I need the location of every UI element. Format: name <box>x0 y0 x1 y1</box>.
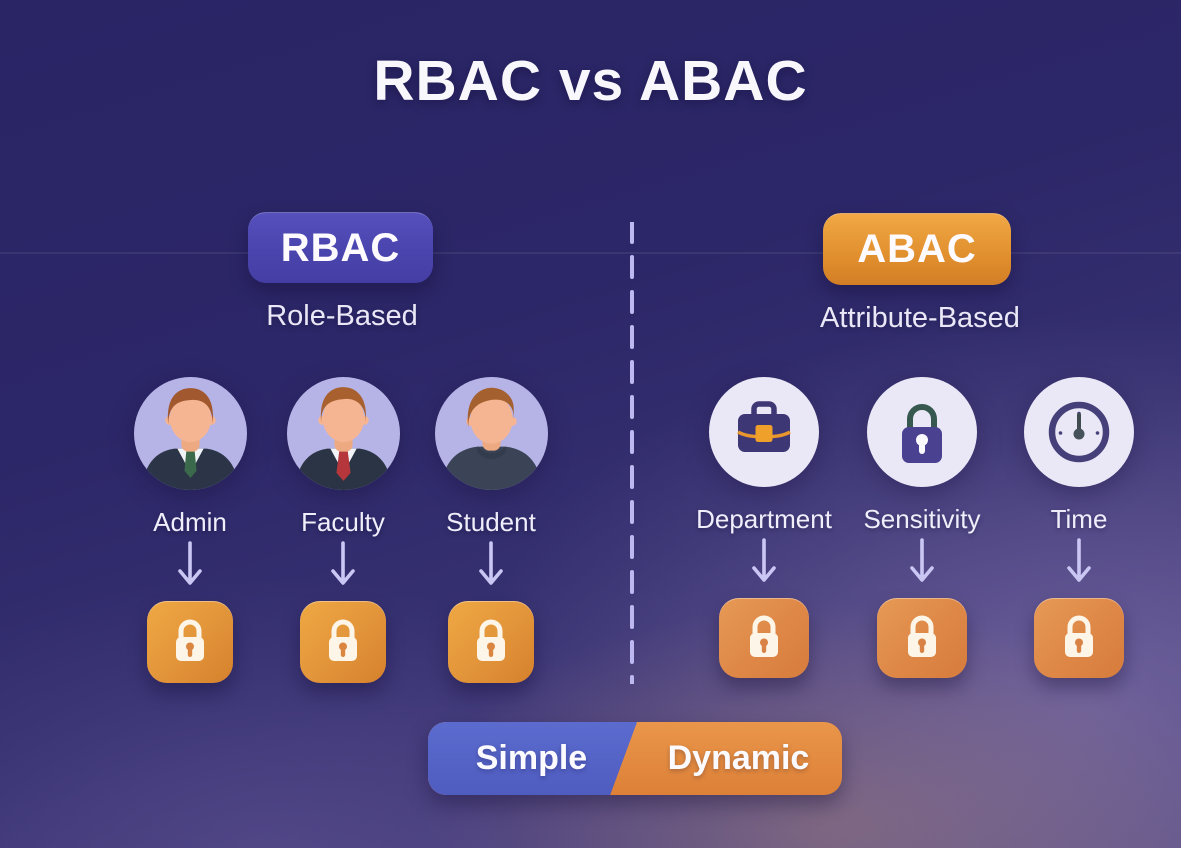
student-avatar-icon <box>434 377 548 495</box>
faculty-avatar-icon <box>286 377 400 495</box>
role-label: Faculty <box>301 507 385 537</box>
padlock-icon <box>321 616 365 669</box>
attribute-label: Sensitivity <box>863 504 981 534</box>
rbac-role-column: Admin <box>115 377 265 683</box>
padlock-icon <box>900 612 944 665</box>
down-arrow-icon <box>478 541 504 596</box>
down-arrow-icon <box>909 538 935 593</box>
clock-icon <box>1024 377 1134 492</box>
role-label: Student <box>446 507 536 537</box>
abac-attribute-column: Department <box>684 377 844 678</box>
abac-badge: ABAC <box>823 213 1011 285</box>
padlock-icon <box>469 616 513 669</box>
abac-badge-label: ABAC <box>857 227 977 271</box>
horizontal-divider-line <box>0 252 1181 254</box>
dynamic-label: Dynamic <box>667 739 810 777</box>
padlock-icon <box>742 612 786 665</box>
abac-subtitle: Attribute-Based <box>820 302 1020 334</box>
rbac-role-column: Student <box>416 377 566 683</box>
access-lock-tile <box>147 601 233 683</box>
attribute-label: Time <box>1050 504 1108 534</box>
admin-avatar-icon <box>133 377 247 495</box>
role-label: Admin <box>153 507 227 537</box>
padlock-icon <box>1057 612 1101 665</box>
padlock-icon <box>168 616 212 669</box>
lock-icon <box>867 377 977 492</box>
simple-segment <box>428 722 638 795</box>
down-arrow-icon <box>177 541 203 596</box>
rbac-role-column: Faculty <box>268 377 418 683</box>
rbac-badge-label: RBAC <box>280 225 401 270</box>
down-arrow-icon <box>1066 538 1092 593</box>
access-lock-tile <box>877 598 967 678</box>
briefcase-icon <box>709 377 819 492</box>
page-title: RBAC vs ABAC <box>373 49 808 113</box>
down-arrow-icon <box>330 541 356 596</box>
abac-attribute-column: Time <box>999 377 1159 678</box>
access-lock-tile <box>300 601 386 683</box>
comparison-pill: Simple Dynamic <box>428 722 842 795</box>
attribute-label: Department <box>696 504 832 534</box>
simple-label: Simple <box>475 739 588 777</box>
dashed-divider-line <box>628 220 636 689</box>
rbac-subtitle: Role-Based <box>266 300 418 332</box>
down-arrow-icon <box>751 538 777 593</box>
access-lock-tile <box>1034 598 1124 678</box>
access-lock-tile <box>719 598 809 678</box>
rbac-badge: RBAC <box>248 212 433 283</box>
access-lock-tile <box>448 601 534 683</box>
abac-attribute-column: Sensitivity <box>842 377 1002 678</box>
